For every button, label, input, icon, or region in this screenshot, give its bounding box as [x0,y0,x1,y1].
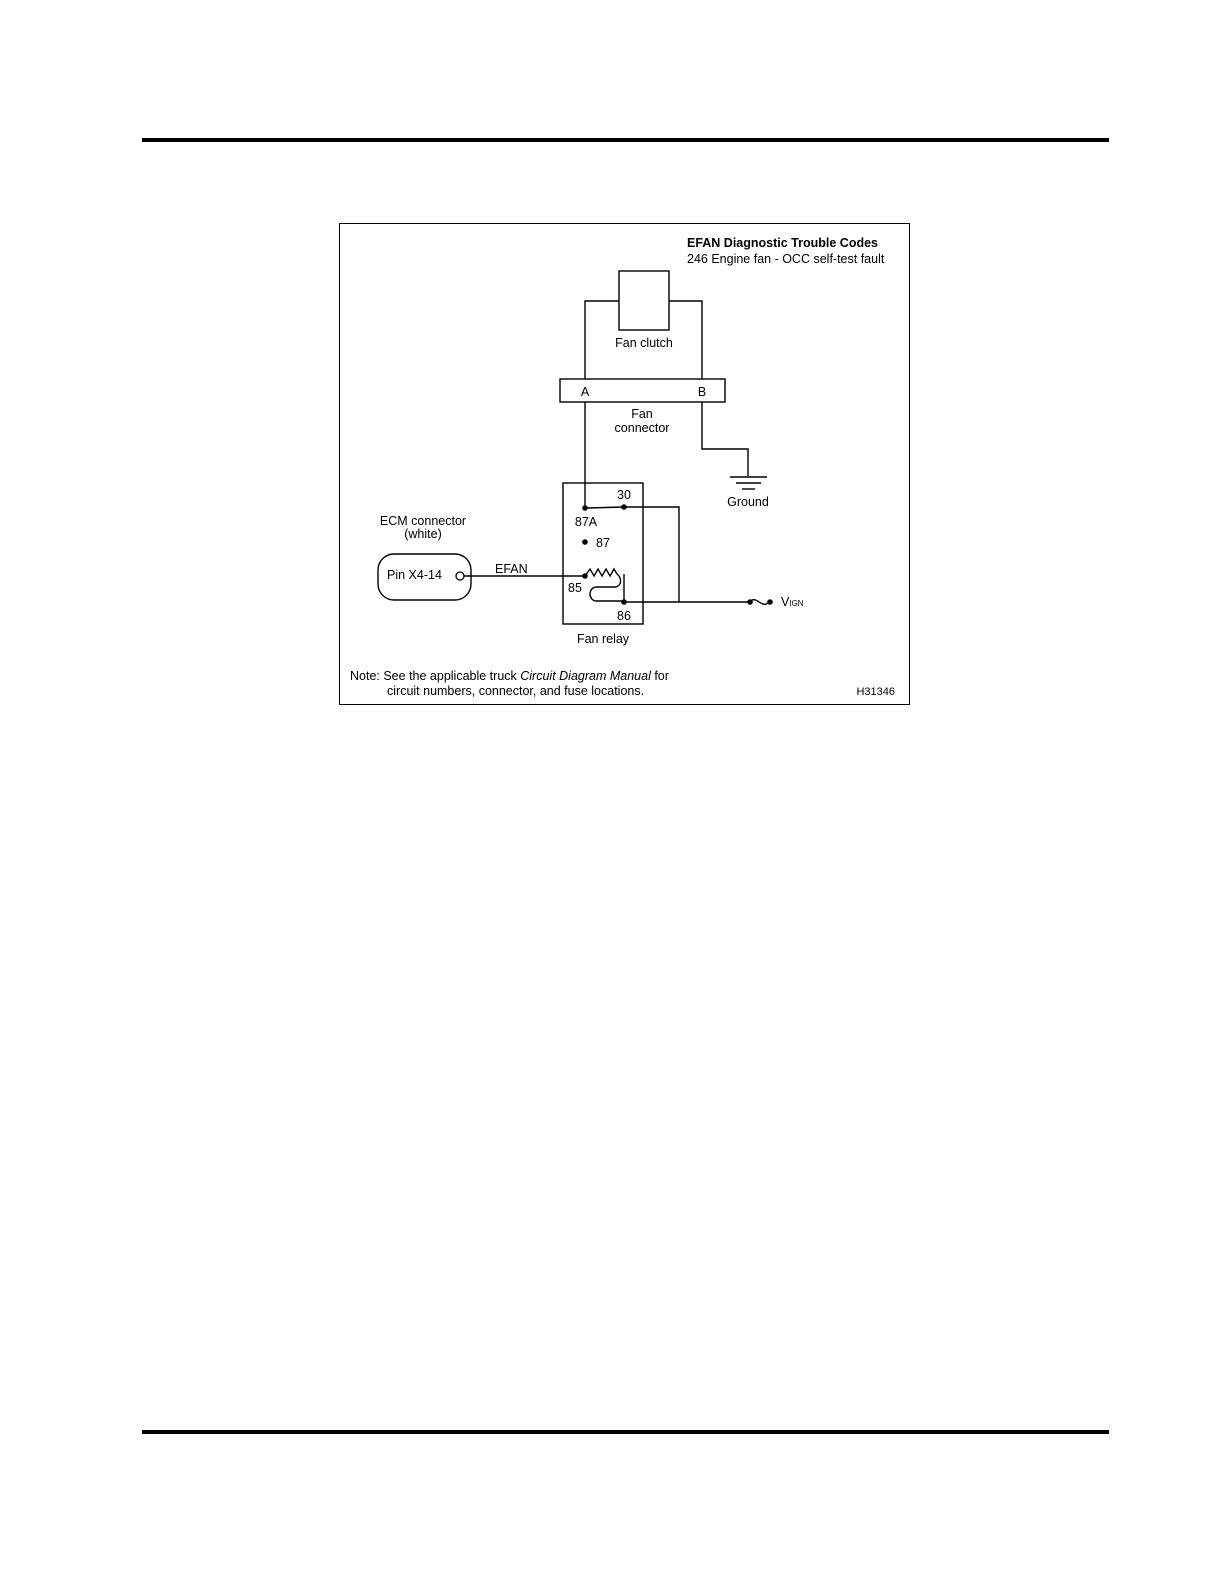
fan-connector-label-1: Fan [631,407,653,421]
fan-connector-label-2: connector [615,421,670,435]
top-rule [142,138,1109,142]
ecm-pin-label: Pin X4-14 [387,568,442,582]
fuse-right-dot [767,599,773,605]
vign-label: VIGN [781,595,804,609]
terminal-87-dot [582,539,588,545]
bottom-rule [142,1430,1109,1434]
terminal-87-label: 87 [596,536,610,550]
note-line-1: Note: See the applicable truck Circuit D… [350,669,669,683]
relay-switch-contact [587,507,624,508]
relay-coil-loop [590,574,624,601]
wiring-diagram: EFAN Diagnostic Trouble Codes 246 Engine… [340,224,911,706]
fan-clutch-box [619,271,669,330]
ecm-pin-terminal [456,572,464,580]
terminal-87a-label: 87A [575,515,598,529]
wiring-diagram-figure: EFAN Diagnostic Trouble Codes 246 Engine… [339,223,910,705]
terminal-85-label: 85 [568,581,582,595]
ecm-connector-label-1: ECM connector [380,514,466,528]
terminal-30-label: 30 [617,488,631,502]
fan-clutch-label: Fan clutch [615,336,673,350]
clutch-lead-b [669,301,702,379]
ground-label: Ground [727,495,769,509]
fuse-symbol [750,600,769,605]
ecm-connector-label-2: (white) [404,527,442,541]
figure-id: H31346 [856,686,895,698]
fan-relay-label: Fan relay [577,632,630,646]
ground-symbol [730,477,767,489]
terminal-86-label: 86 [617,609,631,623]
fan-connector-pin-a: A [581,385,590,399]
fan-connector-pin-b: B [698,385,706,399]
efan-wire-label: EFAN [495,562,528,576]
terminal-30-wire [624,507,679,602]
note-line-2: circuit numbers, connector, and fuse loc… [387,684,644,698]
clutch-lead-a [585,301,619,379]
diagram-title: EFAN Diagnostic Trouble Codes [687,236,878,250]
terminal-87a-dot [582,505,588,511]
diagram-fault-code: 246 Engine fan - OCC self-test fault [687,252,885,266]
relay-coil-resistor [585,569,617,576]
ground-wire [702,402,748,476]
fan-relay-box [563,483,643,624]
